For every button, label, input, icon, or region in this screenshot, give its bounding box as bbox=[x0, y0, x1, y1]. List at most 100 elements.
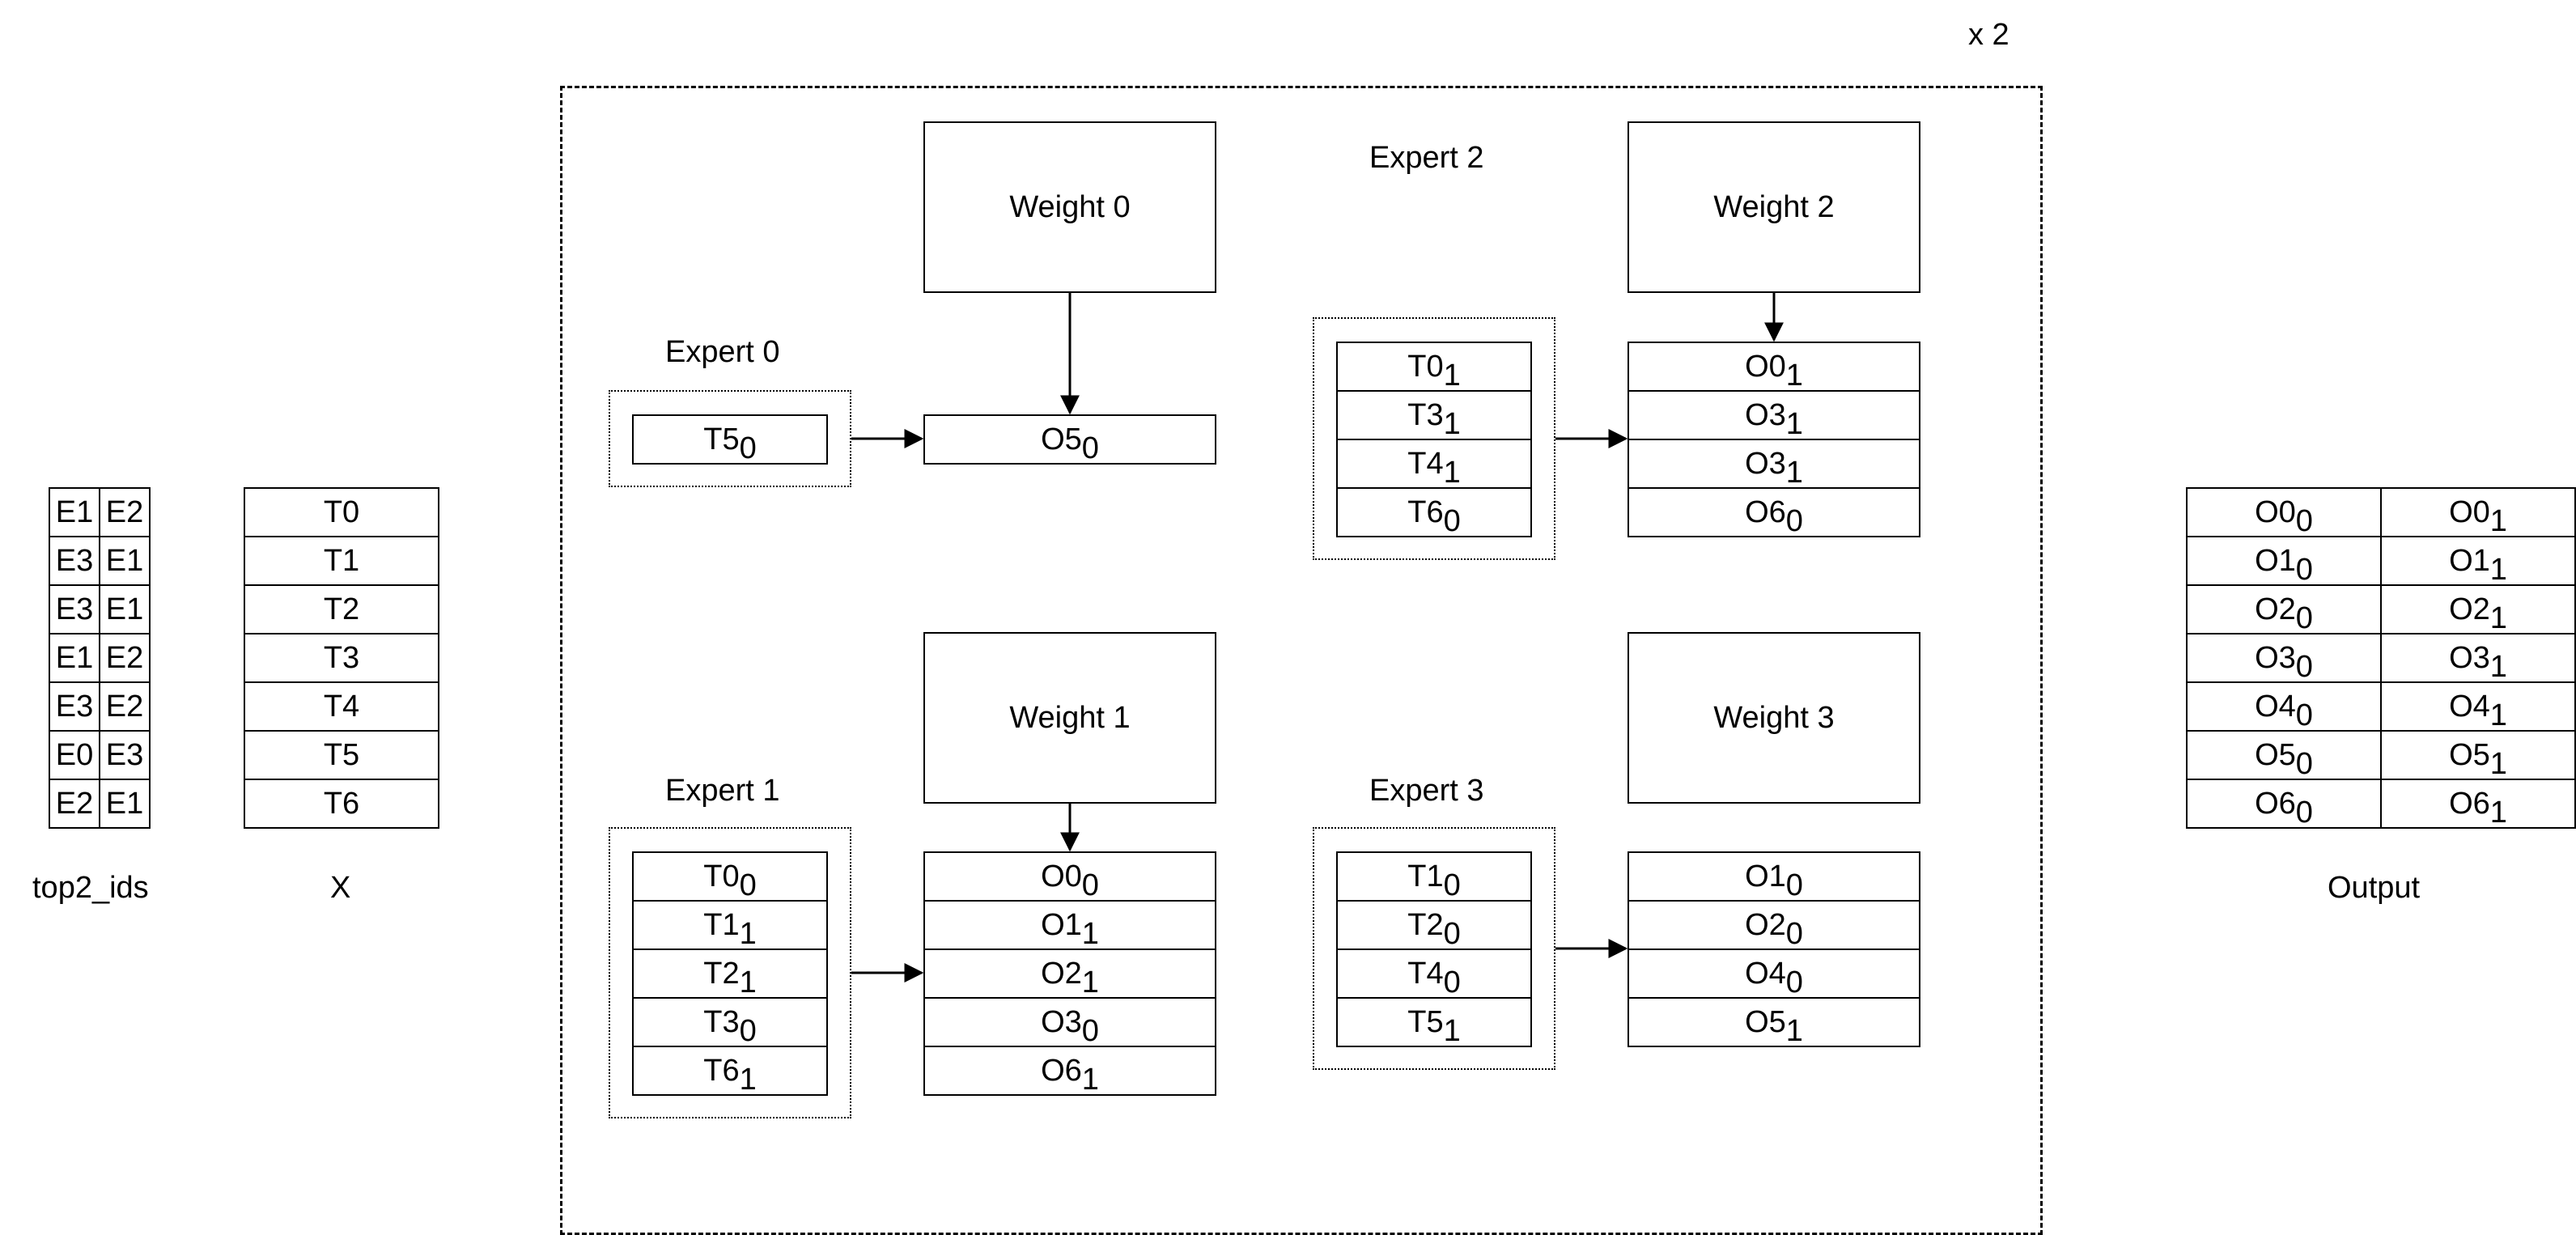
output-label: Output bbox=[2328, 871, 2421, 905]
expert-3-token-cell-subscript: 0 bbox=[1443, 966, 1461, 999]
expert-2-token-cell-text: T0 bbox=[1407, 350, 1444, 384]
output-cell-subscript: 0 bbox=[2295, 650, 2313, 684]
expert-3-output-cell-subscript: 1 bbox=[1785, 1014, 1803, 1048]
repeat-label: x 2 bbox=[1968, 18, 2009, 52]
x-cell-text: T6 bbox=[323, 787, 360, 821]
top2-ids-cell-text: E1 bbox=[55, 495, 94, 529]
expert-0-label: Expert 0 bbox=[665, 335, 780, 369]
expert-2-output-cell-text: O3 bbox=[1745, 447, 1786, 481]
weight-1-label: Weight 1 bbox=[1009, 700, 1131, 735]
expert-1-token-cell-subscript: 1 bbox=[739, 917, 757, 951]
weight-1-box: Weight 1 bbox=[923, 632, 1216, 804]
expert-2-output-cell-subscript: 1 bbox=[1785, 359, 1803, 393]
expert-0-token-group bbox=[609, 390, 851, 487]
output-cell-text: O0 bbox=[2255, 495, 2296, 529]
output-cell-text: O5 bbox=[2255, 738, 2296, 772]
output-cell-subscript: 1 bbox=[2489, 747, 2507, 781]
expert-2-output-cell-text: O6 bbox=[1745, 495, 1786, 529]
expert-1-token-cell-text: T6 bbox=[703, 1054, 740, 1088]
expert-1-output-cell-text: O1 bbox=[1041, 908, 1082, 942]
x-cell-text: T1 bbox=[323, 544, 360, 578]
expert-3-output-cell-subscript: 0 bbox=[1785, 917, 1803, 951]
top2-ids-cell-text: E2 bbox=[55, 787, 94, 821]
expert-3-token-cell-text: T5 bbox=[1407, 1005, 1444, 1039]
output-cell-text: O1 bbox=[2255, 544, 2296, 578]
output-cell-subscript: 0 bbox=[2295, 796, 2313, 830]
top2-ids-cell-text: E3 bbox=[55, 544, 94, 578]
output-cell-subscript: 1 bbox=[2489, 504, 2507, 538]
expert-1-output-cell-text: O0 bbox=[1041, 859, 1082, 893]
expert-2-token-cell-text: T3 bbox=[1407, 398, 1444, 432]
x-cell-text: T4 bbox=[323, 690, 360, 724]
expert-1-output-cell-subscript: 1 bbox=[1081, 1063, 1099, 1097]
expert-1-token-cell-text: T1 bbox=[703, 908, 740, 942]
top2-ids-cell-text: E3 bbox=[55, 592, 94, 626]
expert-0-output-cell-subscript: 0 bbox=[1081, 431, 1099, 465]
weight-2-label: Weight 2 bbox=[1713, 189, 1835, 224]
x-cell: T6 bbox=[244, 779, 439, 829]
weight-3-box: Weight 3 bbox=[1628, 632, 1920, 804]
expert-1-output-cell-text: O2 bbox=[1041, 957, 1082, 991]
expert-2-token-group bbox=[1313, 317, 1555, 560]
top2-ids-cell: E2 bbox=[99, 681, 151, 732]
output-cell-text: O1 bbox=[2449, 544, 2490, 578]
output-cell-subscript: 1 bbox=[2489, 698, 2507, 732]
expert-0-token-cell-subscript: 0 bbox=[739, 431, 757, 465]
x-cell: T5 bbox=[244, 730, 439, 780]
output-cell-subscript: 1 bbox=[2489, 796, 2507, 830]
expert-1-token-cell-text: T2 bbox=[703, 957, 740, 991]
output-cell-text: O6 bbox=[2255, 787, 2296, 821]
output-cell-subscript: 0 bbox=[2295, 698, 2313, 732]
expert-1-token-cell-subscript: 0 bbox=[739, 868, 757, 902]
top2-ids-cell-text: E2 bbox=[105, 641, 144, 675]
output-cell-text: O2 bbox=[2255, 592, 2296, 626]
expert-2-output-cell-text: O0 bbox=[1745, 350, 1786, 384]
top2-ids-cell: E3 bbox=[49, 584, 100, 634]
moe-diagram: x 2 top2_ids X Output Expert 0 Expert 1 … bbox=[32, 18, 2576, 1235]
expert-3-token-cell-text: T1 bbox=[1407, 859, 1444, 893]
top2-ids-cell-text: E1 bbox=[55, 641, 94, 675]
output-cell-subscript: 0 bbox=[2295, 504, 2313, 538]
weight-3-label: Weight 3 bbox=[1713, 700, 1835, 735]
x-cell: T1 bbox=[244, 536, 439, 586]
weight-2-box: Weight 2 bbox=[1628, 121, 1920, 293]
expert-1-token-cell-text: T0 bbox=[703, 859, 740, 893]
top2-ids-cell: E2 bbox=[49, 779, 100, 829]
top2-ids-label: top2_ids bbox=[32, 871, 149, 905]
top2-ids-cell: E3 bbox=[49, 536, 100, 586]
expert-1-token-cell-text: T3 bbox=[703, 1005, 740, 1039]
expert-1-label: Expert 1 bbox=[665, 774, 780, 808]
expert-0-output-cell-text: O5 bbox=[1041, 422, 1082, 456]
expert-2-token-cell-text: T6 bbox=[1407, 495, 1444, 529]
top2-ids-cell-text: E0 bbox=[55, 738, 94, 772]
expert-1-output-cell-text: O6 bbox=[1041, 1054, 1082, 1088]
x-label: X bbox=[330, 871, 351, 905]
expert-1-token-group bbox=[609, 827, 851, 1118]
expert-1-output-cell-subscript: 1 bbox=[1081, 966, 1099, 999]
expert-2-token-cell-subscript: 1 bbox=[1443, 456, 1461, 490]
x-cell-text: T3 bbox=[323, 641, 360, 675]
expert-3-output-cell-text: O5 bbox=[1745, 1005, 1786, 1039]
expert-1-token-cell-subscript: 0 bbox=[739, 1014, 757, 1048]
top2-ids-cell: E1 bbox=[99, 536, 151, 586]
